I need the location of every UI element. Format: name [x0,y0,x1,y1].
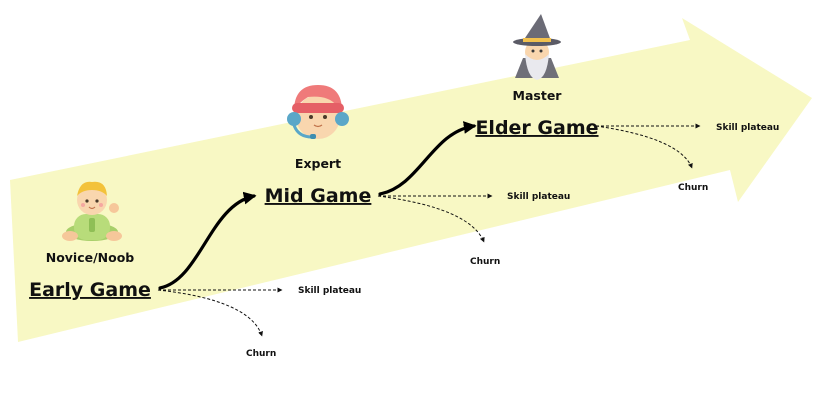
gamer-headset-avatar-icon [287,85,349,139]
skill-plateau-label: Skill plateau [298,286,361,296]
churn-connector [595,125,693,169]
churn-connector [157,289,263,337]
churn-connector [377,195,485,243]
baby-avatar-icon [62,181,122,241]
churn-label: Churn [678,183,708,193]
churn-label: Churn [246,349,276,359]
tier-label-novice: Novice/Noob [46,250,135,265]
stage-title-mid-game: Mid Game [265,185,372,207]
advance-arrow-to-elder-game [378,121,477,196]
stage-early-game: Novice/Noob Early Game Skill plateau Chu… [29,181,361,359]
advance-arrow-to-mid-game [158,191,257,290]
progression-background-arrow [10,18,812,342]
churn-label: Churn [470,257,500,267]
stage-elder-game: Master Elder Game Skill plateau Churn [475,14,779,193]
stage-title-early-game: Early Game [29,279,151,301]
tier-label-master: Master [513,88,563,103]
skill-plateau-label: Skill plateau [507,192,570,202]
skill-plateau-label: Skill plateau [716,123,779,133]
stage-title-elder-game: Elder Game [475,117,598,139]
wizard-avatar-icon [513,14,561,80]
tier-label-expert: Expert [295,156,341,171]
stage-mid-game: Expert Mid Game Skill plateau Churn [265,85,570,267]
